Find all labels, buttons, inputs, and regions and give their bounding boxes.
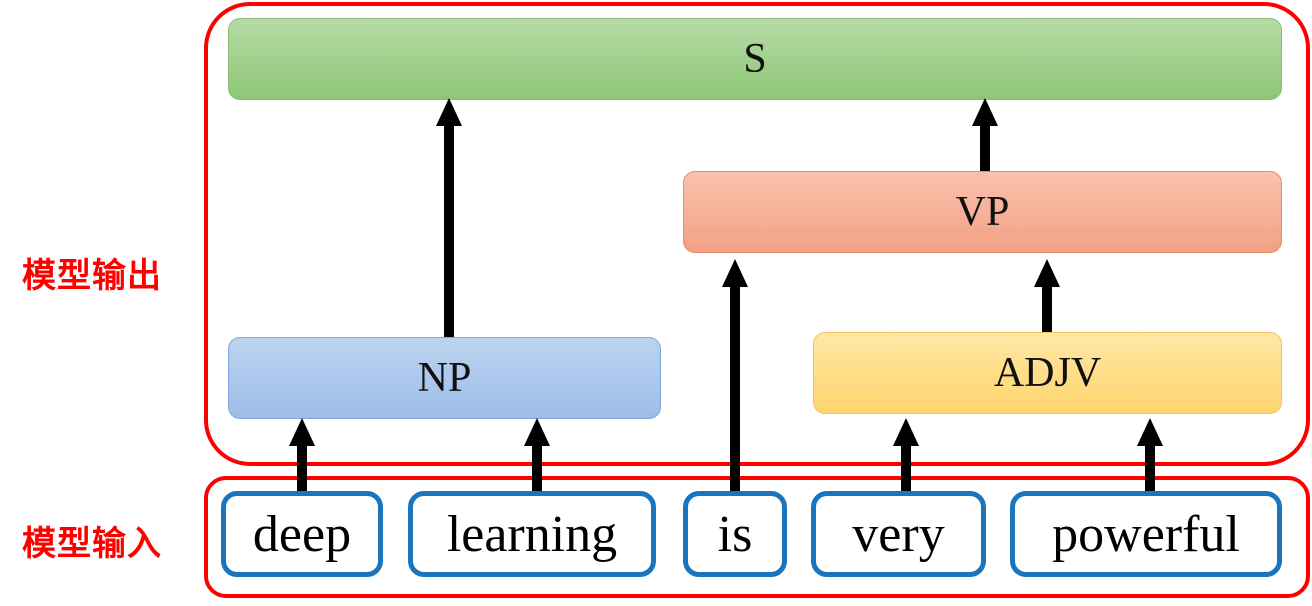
output-frame [204, 2, 1310, 466]
arrow-is-to-vp [722, 259, 748, 491]
node-vp: VP [683, 171, 1282, 253]
arrow-vp-to-s [972, 98, 998, 171]
output-label: 模型输出 [22, 256, 162, 296]
arrow-deep-to-np [289, 418, 315, 491]
node-np: NP [228, 337, 661, 419]
input-label: 模型输入 [22, 524, 162, 564]
input-frame [204, 476, 1310, 598]
word-very: very [811, 491, 986, 577]
word-learning: learning [408, 491, 656, 577]
word-is: is [683, 491, 787, 577]
arrow-learning-to-np [524, 418, 550, 491]
arrow-np-to-s [436, 98, 462, 337]
node-s: S [228, 18, 1282, 100]
word-deep: deep [221, 491, 383, 577]
arrow-powerful-to-adjv [1137, 418, 1163, 491]
word-powerful: powerful [1010, 491, 1282, 577]
arrow-very-to-adjv [893, 418, 919, 491]
node-adjv: ADJV [813, 332, 1282, 414]
arrow-adjv-to-vp [1034, 259, 1060, 332]
